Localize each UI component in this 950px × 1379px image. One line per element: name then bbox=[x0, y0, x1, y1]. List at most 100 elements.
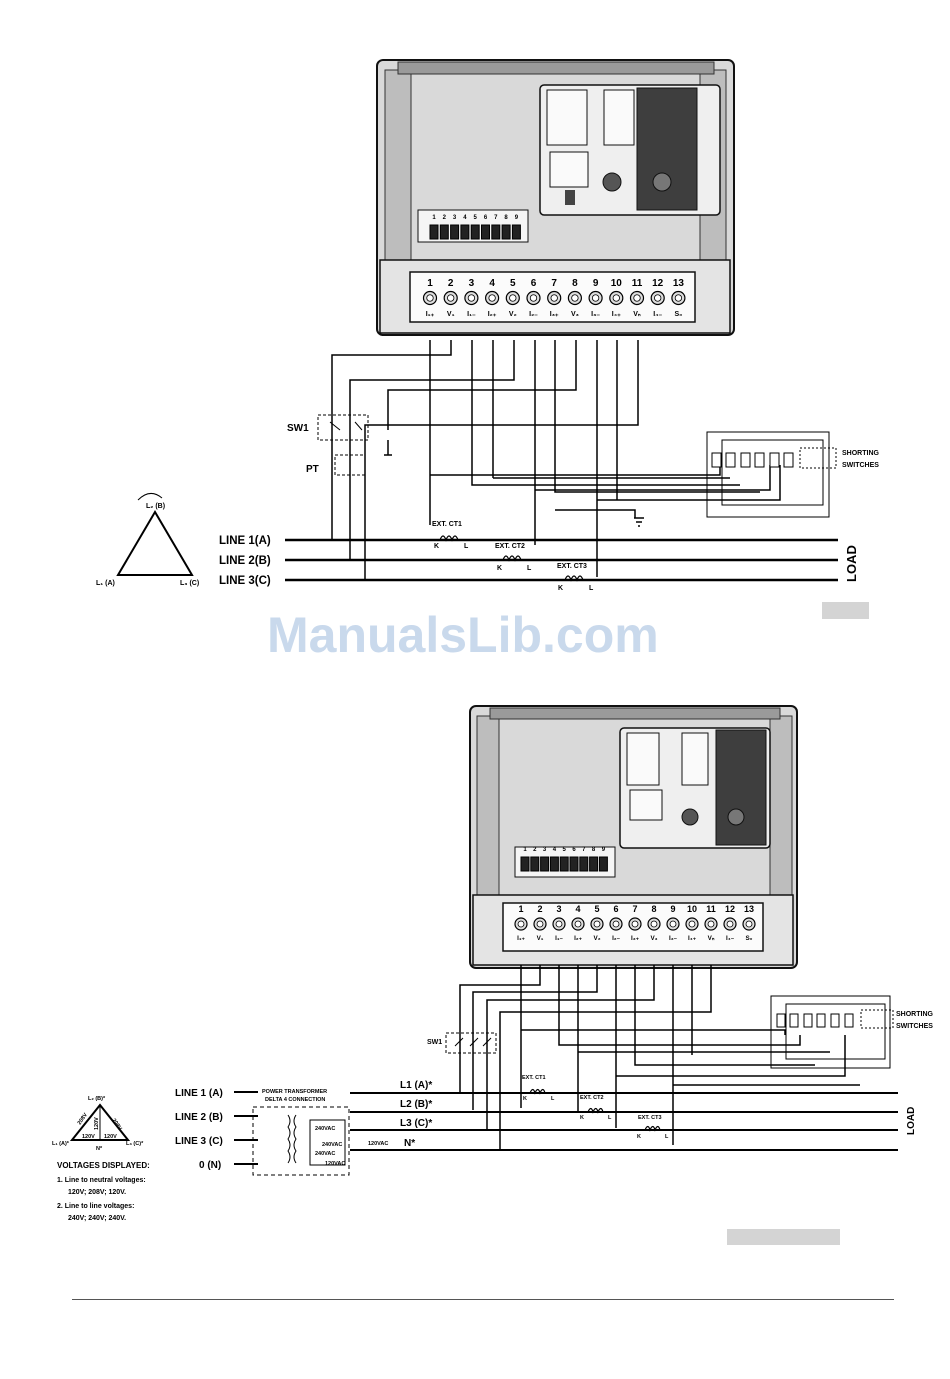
terminal-number: 5 bbox=[510, 278, 516, 289]
terminal-label: Vₙ bbox=[708, 935, 715, 942]
sw1-switch-1[interactable] bbox=[317, 414, 369, 476]
aux-terminal-slot[interactable] bbox=[460, 224, 470, 240]
line-2-label: LINE 2(B) bbox=[219, 555, 271, 567]
terminal-label: I₁₋ bbox=[467, 311, 476, 318]
shorting-label-1a: SHORTING bbox=[842, 450, 880, 457]
terminal-number: 12 bbox=[725, 904, 735, 914]
terminal-screw-inner bbox=[591, 294, 600, 302]
pt-label: PT bbox=[306, 464, 319, 475]
aux-terminal-slot[interactable] bbox=[530, 856, 540, 872]
ct1-k-2: K bbox=[523, 1096, 527, 1102]
ct2-label: EXT. CT2 bbox=[495, 543, 525, 550]
aux-terminal-number: 2 bbox=[533, 847, 537, 853]
aux-terminal-slot[interactable] bbox=[439, 224, 449, 240]
terminal-screw-inner bbox=[536, 920, 544, 928]
aux-terminal-slot[interactable] bbox=[520, 856, 530, 872]
ct2-l: L bbox=[527, 565, 532, 572]
terminal-number: 6 bbox=[613, 904, 618, 914]
terminal-screw-inner bbox=[650, 920, 658, 928]
terminal-number: 7 bbox=[551, 278, 557, 289]
aux-terminal-slot[interactable] bbox=[481, 224, 490, 240]
delta-triangle-2 bbox=[69, 1103, 131, 1141]
terminal-screw-inner bbox=[726, 920, 734, 928]
shorting-switches-2[interactable] bbox=[770, 995, 894, 1069]
terminal-number: 4 bbox=[575, 904, 580, 914]
aux-terminal-number: 9 bbox=[602, 847, 606, 853]
wires-1 bbox=[331, 340, 781, 580]
ct3-k-2: K bbox=[637, 1134, 641, 1140]
aux-terminal-slot[interactable] bbox=[598, 856, 608, 872]
aux-terminal-slot[interactable] bbox=[579, 856, 589, 872]
terminal-label: I₄₋ bbox=[653, 311, 662, 318]
aux-terminal-slot[interactable] bbox=[450, 224, 460, 240]
terminal-number: 12 bbox=[652, 278, 664, 289]
aux-terminal-slot[interactable] bbox=[491, 224, 501, 240]
terminal-number: 8 bbox=[572, 278, 578, 289]
terminal-number: 10 bbox=[687, 904, 697, 914]
aux-terminal-slot[interactable] bbox=[501, 224, 511, 240]
terminal-number: 10 bbox=[611, 278, 623, 289]
tx-value-4: 120VAC bbox=[325, 1161, 345, 1167]
terminal-number: 4 bbox=[489, 278, 495, 289]
tri2-left: L₁ (A)* bbox=[52, 1141, 70, 1147]
aux-terminal-number: 8 bbox=[592, 847, 596, 853]
line-out-n: N* bbox=[404, 1138, 415, 1149]
terminal-number: 13 bbox=[744, 904, 754, 914]
terminal-number: 2 bbox=[448, 278, 454, 289]
terminal-screw-inner bbox=[633, 294, 641, 302]
aux-terminal-number: 3 bbox=[543, 847, 547, 853]
terminal-label: I₂₊ bbox=[574, 935, 582, 942]
aux-terminal-slot[interactable] bbox=[429, 224, 439, 240]
aux-terminal-slot[interactable] bbox=[569, 856, 579, 872]
aux-terminal-slot[interactable] bbox=[540, 856, 550, 872]
tx-value-2: 240VAC bbox=[322, 1142, 342, 1148]
line-out-2: L2 (B)* bbox=[400, 1099, 432, 1110]
line-in-n: 0 (N) bbox=[199, 1160, 221, 1171]
aux-terminal-number: 6 bbox=[484, 215, 488, 221]
ct2-l-2: L bbox=[608, 1115, 612, 1121]
aux-terminal-slot[interactable] bbox=[549, 856, 559, 872]
ct2-k-2: K bbox=[580, 1115, 584, 1121]
terminal-number: 3 bbox=[556, 904, 561, 914]
power-lines-2 bbox=[234, 1091, 898, 1165]
terminal-block-2: 1I₁₊2V₁3I₁₋4I₂₊5V₂6I₂₋7I₃₊8V₃9I₃₋10I₄₊11… bbox=[514, 904, 756, 942]
terminal-label: S₀ bbox=[674, 311, 682, 318]
aux-terminal-number: 7 bbox=[494, 215, 498, 221]
tri1-top: L₂ (B) bbox=[146, 503, 165, 510]
terminal-label: V₂ bbox=[594, 935, 601, 942]
terminal-screw-inner bbox=[550, 294, 558, 302]
aux-terminal-slot[interactable] bbox=[511, 224, 521, 240]
ct3-l-2: L bbox=[665, 1134, 669, 1140]
power-lines-1 bbox=[285, 538, 838, 582]
line-in-2: LINE 2 (B) bbox=[175, 1112, 223, 1123]
terminal-label: I₃₋ bbox=[591, 311, 600, 318]
sw1-switch-2[interactable] bbox=[445, 1032, 497, 1054]
terminal-label: I₂₊ bbox=[488, 311, 497, 318]
shorting-label-2b: SWITCHES bbox=[896, 1023, 933, 1030]
tx-value-1: 240VAC bbox=[315, 1126, 335, 1132]
ct2-label-2: EXT. CT2 bbox=[580, 1095, 604, 1101]
terminal-screw-inner bbox=[612, 920, 620, 928]
terminal-screw-inner bbox=[707, 920, 715, 928]
terminal-number: 11 bbox=[706, 904, 716, 914]
aux-terminal-slot[interactable] bbox=[589, 856, 599, 872]
terminal-screw-inner bbox=[593, 920, 601, 928]
terminal-label: I₄₋ bbox=[726, 935, 734, 942]
aux-terminal-number: 1 bbox=[523, 847, 527, 853]
aux-terminal-slot[interactable] bbox=[559, 856, 569, 872]
ct1-label-2: EXT. CT1 bbox=[522, 1075, 546, 1081]
tri2-side-5: 120V bbox=[104, 1134, 117, 1140]
ct2-k: K bbox=[497, 565, 502, 572]
terminal-number: 9 bbox=[670, 904, 675, 914]
terminal-screw-inner bbox=[745, 920, 753, 928]
line-in-1: LINE 1 (A) bbox=[175, 1088, 223, 1099]
terminal-label: I₂₋ bbox=[612, 935, 620, 942]
tri1-right: L₃ (C) bbox=[180, 580, 199, 587]
terminal-screw-inner bbox=[509, 294, 517, 302]
shorting-label-1b: SWITCHES bbox=[842, 462, 879, 469]
aux-terminal-slot[interactable] bbox=[470, 224, 480, 240]
shorting-switches-1[interactable] bbox=[706, 431, 837, 518]
ct1-l-2: L bbox=[551, 1096, 555, 1102]
line-1-label: LINE 1(A) bbox=[219, 535, 271, 547]
